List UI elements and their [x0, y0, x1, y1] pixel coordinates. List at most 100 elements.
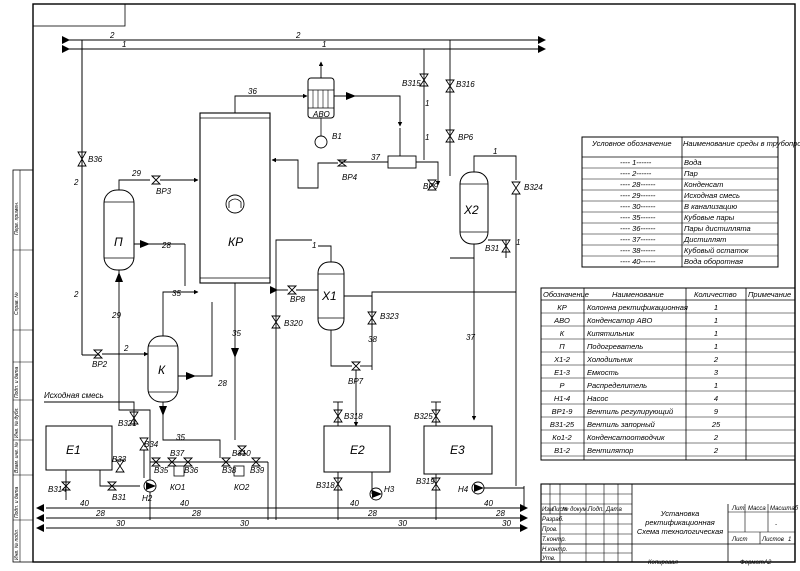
line-label: 30 [240, 519, 249, 528]
valve-vr2[interactable] [92, 349, 104, 359]
line-label: 40 [180, 499, 189, 508]
spec-name: Подогреватель [587, 342, 643, 351]
tb-label: № докум. [562, 506, 588, 513]
valve-v31[interactable] [106, 481, 118, 491]
valve-v33[interactable] [115, 459, 125, 473]
valve-vr7[interactable] [350, 361, 362, 371]
legend-medium: Дистиллят [683, 235, 726, 244]
valve-label: В36 [88, 155, 103, 164]
spec-quantity: 2 [713, 433, 719, 442]
spec-header: Обозначение [543, 290, 589, 299]
valve-label: ВР4 [342, 173, 358, 182]
legend-code: ---- 1------ [620, 158, 652, 167]
line-label: 2 [295, 31, 301, 40]
spec-quantity: 9 [714, 407, 719, 416]
valve-label: В314 [48, 485, 67, 494]
valve-v39[interactable] [250, 457, 262, 467]
valve-v320[interactable] [271, 315, 281, 329]
title-line-2: ректификационная [644, 518, 715, 527]
valve-v35[interactable] [150, 457, 162, 467]
line-label: 36 [248, 87, 257, 96]
valve-v315[interactable] [419, 73, 429, 87]
line-label: 2 [73, 178, 79, 187]
vessel-e3 [423, 425, 493, 475]
spec-designation: Н1-4 [554, 394, 570, 403]
valve-label: В318 [344, 412, 363, 421]
line-label: 1 [425, 99, 429, 108]
legend-medium: Пар [684, 169, 698, 178]
legend-medium: Исходная смесь [684, 191, 740, 200]
equipment-label: КО2 [234, 483, 250, 492]
spec-table: Обозначение Наименование Количество Прим… [540, 287, 796, 461]
valve-v314[interactable] [60, 481, 72, 491]
equipment-label: В1 [332, 132, 342, 141]
line-label: 40 [80, 499, 89, 508]
line-label: 37 [466, 333, 475, 342]
valve-v319[interactable] [431, 477, 441, 491]
legend-code: ---- 38------ [620, 246, 656, 255]
spec-quantity: 1 [714, 342, 718, 351]
valve-label: В33 [112, 455, 127, 464]
equipment-label: Х2 [463, 203, 479, 217]
valve-v38[interactable] [220, 457, 232, 467]
valve-v36[interactable] [77, 151, 87, 167]
valve-vr9[interactable] [427, 179, 437, 191]
legend-medium: Кубовые пары [684, 213, 735, 222]
distributor-symbol [225, 194, 245, 214]
valve-v316[interactable] [445, 79, 455, 93]
spec-designation: Ко1-2 [552, 433, 572, 442]
spec-designation: К [560, 329, 565, 338]
valve-label: ВР6 [458, 133, 474, 142]
line-label: 2 [123, 344, 129, 353]
line-label: 28 [95, 509, 105, 518]
equipment-label: Н3 [384, 485, 395, 494]
spec-quantity: 1 [714, 316, 718, 325]
valve-v310[interactable] [236, 445, 248, 455]
spec-header: Примечание [748, 290, 791, 299]
title-block [540, 483, 796, 563]
title-line-3: Схема технологическая [637, 527, 723, 536]
valve-label: В320 [284, 319, 303, 328]
valve-v318b[interactable] [333, 477, 343, 491]
header-pipes [66, 39, 545, 356]
legend-medium: Пары дистиллята [684, 224, 751, 233]
spec-designation: В1-2 [554, 446, 571, 455]
valve-vr6[interactable] [445, 129, 455, 143]
spec-name: Конденсатоотводчик [587, 433, 665, 442]
spec-designation: Е1-3 [554, 368, 571, 377]
spec-name: Вентиль регулирующий [587, 407, 674, 416]
valve-v317[interactable] [501, 239, 511, 253]
tb-label: Утв. [541, 556, 556, 562]
equipment-label: Е1 [66, 443, 81, 457]
legend-code: ---- 29------ [620, 191, 656, 200]
spec-name: Емкость [587, 368, 619, 377]
tb-format-value: А2 [763, 560, 772, 566]
valve-v318a[interactable] [333, 409, 343, 423]
line-label: 1 [122, 40, 126, 49]
valve-v324[interactable] [511, 181, 521, 195]
valve-label: В323 [380, 312, 399, 321]
legend-header: Условное обозначение [591, 139, 672, 148]
valve-label: В319 [416, 477, 435, 486]
valve-vr8[interactable] [286, 285, 298, 295]
vessel-e1 [45, 425, 113, 471]
tb-label: Листов [761, 537, 784, 543]
valve-v325[interactable] [431, 409, 441, 423]
valve-vr3[interactable] [150, 175, 162, 185]
spec-name: Холодильник [586, 355, 633, 364]
spec-name: Вентилятор [587, 446, 633, 455]
valve-vr4[interactable] [336, 159, 348, 167]
valve-v37[interactable] [166, 457, 178, 467]
valve-v323[interactable] [367, 311, 377, 325]
legend-code: ---- 2------ [620, 169, 652, 178]
legend-code: ---- 36------ [620, 224, 656, 233]
line-label: 28 [161, 241, 171, 250]
line-label: 2 [73, 290, 79, 299]
side-stamp-label: Подп. и дата [14, 486, 20, 518]
side-stamp-label: Справ. № [14, 292, 20, 315]
equipment-label: Е2 [350, 443, 365, 457]
line-label: 37 [371, 153, 380, 162]
valve-v321[interactable] [129, 411, 139, 425]
valve-v34[interactable] [139, 437, 149, 451]
